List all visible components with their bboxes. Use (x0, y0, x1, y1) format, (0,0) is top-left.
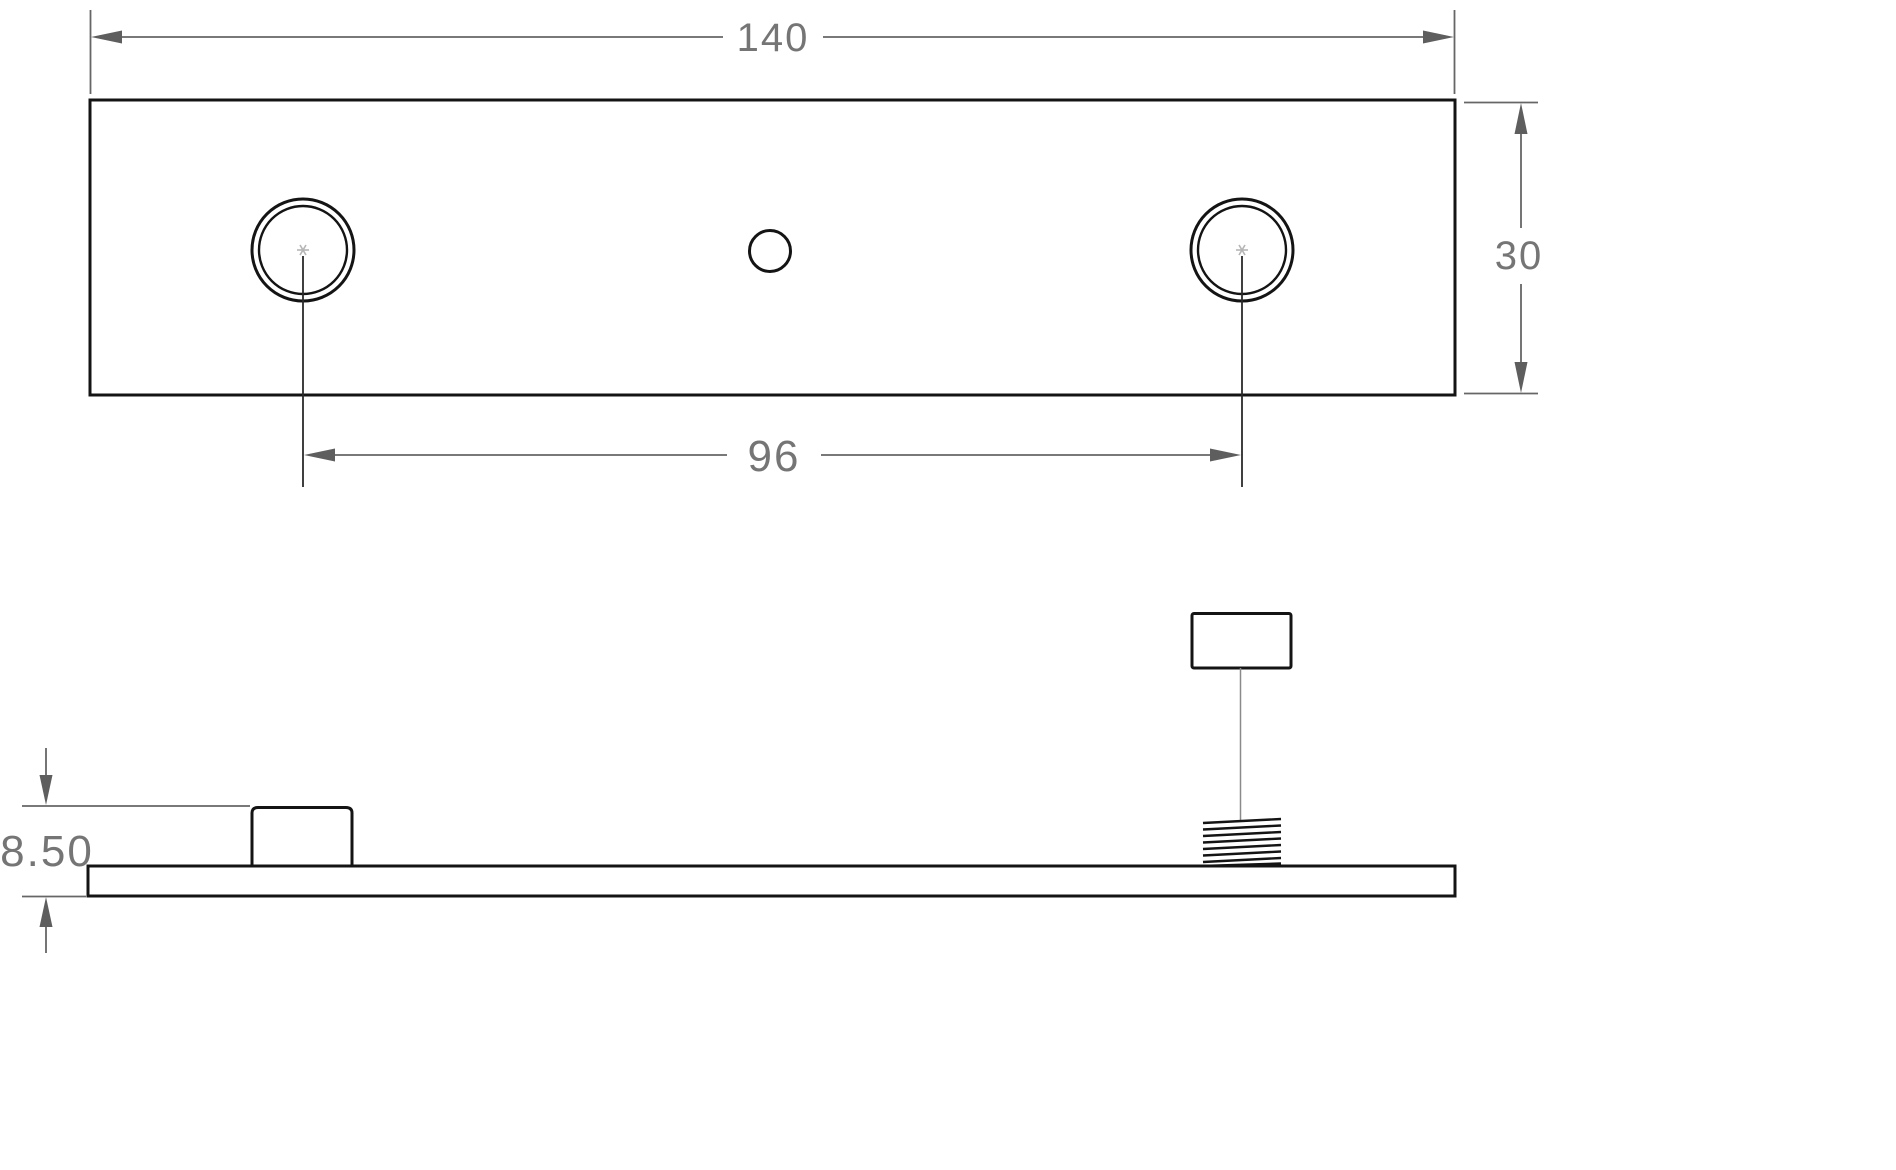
dim-height-arrow-top (1514, 103, 1528, 134)
plate-side-outline (86, 864, 1457, 898)
dim-width-arrow-left (91, 30, 122, 44)
plate-front-outline (88, 98, 1457, 397)
dimension-plate-height: 30 (1464, 101, 1544, 395)
hole-right-center-mark (1236, 244, 1248, 256)
screw-head-outline (1190, 612, 1293, 670)
screw-thread (1202, 817, 1282, 868)
dim-spacing-label: 96 (748, 432, 801, 481)
dim-height-label: 30 (1495, 234, 1544, 278)
dim-height-arrow-bottom (1514, 362, 1528, 393)
dim-thick-arrow-down (39, 775, 53, 805)
dimension-overall-width: 140 (89, 10, 1456, 94)
stud-left-outline (250, 806, 354, 866)
dim-spacing-arrow-right (1210, 448, 1241, 462)
dim-thick-label: 8.50 (0, 827, 94, 876)
dim-width-label: 140 (737, 16, 810, 60)
dim-thick-arrow-up (39, 897, 53, 927)
hole-left-center-mark (297, 244, 309, 256)
dimension-hole-spacing: 96 (304, 432, 1241, 481)
side-view (86, 612, 1457, 898)
dim-width-arrow-right (1423, 30, 1454, 44)
dim-spacing-arrow-left (304, 448, 335, 462)
hole-center-small (748, 229, 792, 273)
dimension-assembly-height: 8.50 (0, 748, 250, 953)
front-view (88, 98, 1457, 487)
